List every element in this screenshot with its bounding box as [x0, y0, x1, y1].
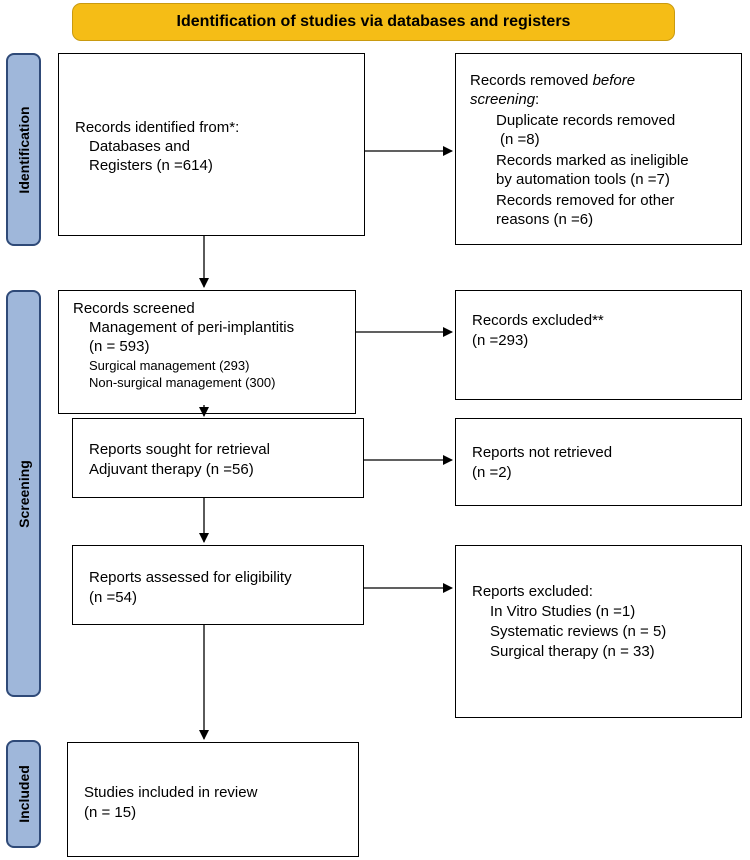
- records-removed-box: Records removed before screening: Duplic…: [455, 53, 742, 245]
- removed-line5: Records marked as ineligible: [496, 152, 689, 169]
- phase-identification: Identification: [6, 53, 41, 246]
- excluded-line1: Records excluded**: [472, 312, 604, 329]
- reports-not-retrieved-box: Reports not retrieved (n =2): [455, 418, 742, 506]
- reports-excluded-line1: Reports excluded:: [472, 583, 593, 600]
- records-screened-box: Records screened Management of peri-impl…: [58, 290, 356, 414]
- studies-included-box: Studies included in review (n = 15): [67, 742, 359, 857]
- removed-line7: Records removed for other: [496, 192, 675, 209]
- removed-line4: (n =8): [500, 131, 540, 148]
- removed-line2: screening:: [470, 91, 540, 108]
- reports-assessed-box: Reports assessed for eligibility (n =54): [72, 545, 364, 625]
- sought-line1: Reports sought for retrieval: [89, 441, 270, 458]
- not-retrieved-line2: (n =2): [472, 464, 512, 481]
- removed-line8: reasons (n =6): [496, 211, 594, 228]
- reports-excluded-line4: Surgical therapy (n = 33): [490, 643, 655, 660]
- reports-excluded-box: Reports excluded: In Vitro Studies (n =1…: [455, 545, 742, 718]
- reports-sought-box: Reports sought for retrieval Adjuvant th…: [72, 418, 364, 498]
- screened-line3: (n = 593): [89, 338, 150, 355]
- identified-line2: Databases and: [89, 138, 190, 155]
- phase-included: Included: [6, 740, 41, 848]
- screened-line4: Surgical management (293): [89, 358, 250, 373]
- identified-line3: Registers (n =614): [89, 157, 213, 174]
- sought-line2: Adjuvant therapy (n =56): [89, 461, 254, 478]
- screened-line2: Management of peri-implantitis: [89, 319, 295, 336]
- removed-line3: Duplicate records removed: [496, 112, 676, 129]
- assessed-line1: Reports assessed for eligibility: [89, 569, 292, 586]
- removed-line6: by automation tools (n =7): [496, 171, 670, 188]
- records-identified-box: Records identified from*: Databases and …: [58, 53, 365, 236]
- included-line1: Studies included in review: [84, 784, 258, 801]
- records-excluded-box: Records excluded** (n =293): [455, 290, 742, 400]
- excluded-line2: (n =293): [472, 332, 529, 349]
- removed-line1: Records removed before: [470, 72, 636, 89]
- identified-line1: Records identified from*:: [75, 119, 240, 136]
- flow-header: Identification of studies via databases …: [72, 3, 675, 41]
- not-retrieved-line1: Reports not retrieved: [472, 444, 613, 461]
- reports-excluded-line3: Systematic reviews (n = 5): [490, 623, 667, 640]
- phase-screening: Screening: [6, 290, 41, 697]
- assessed-line2: (n =54): [89, 589, 137, 606]
- screened-line5: Non-surgical management (300): [89, 375, 276, 390]
- included-line2: (n = 15): [84, 804, 137, 821]
- screened-line1: Records screened: [73, 300, 195, 317]
- reports-excluded-line2: In Vitro Studies (n =1): [490, 603, 636, 620]
